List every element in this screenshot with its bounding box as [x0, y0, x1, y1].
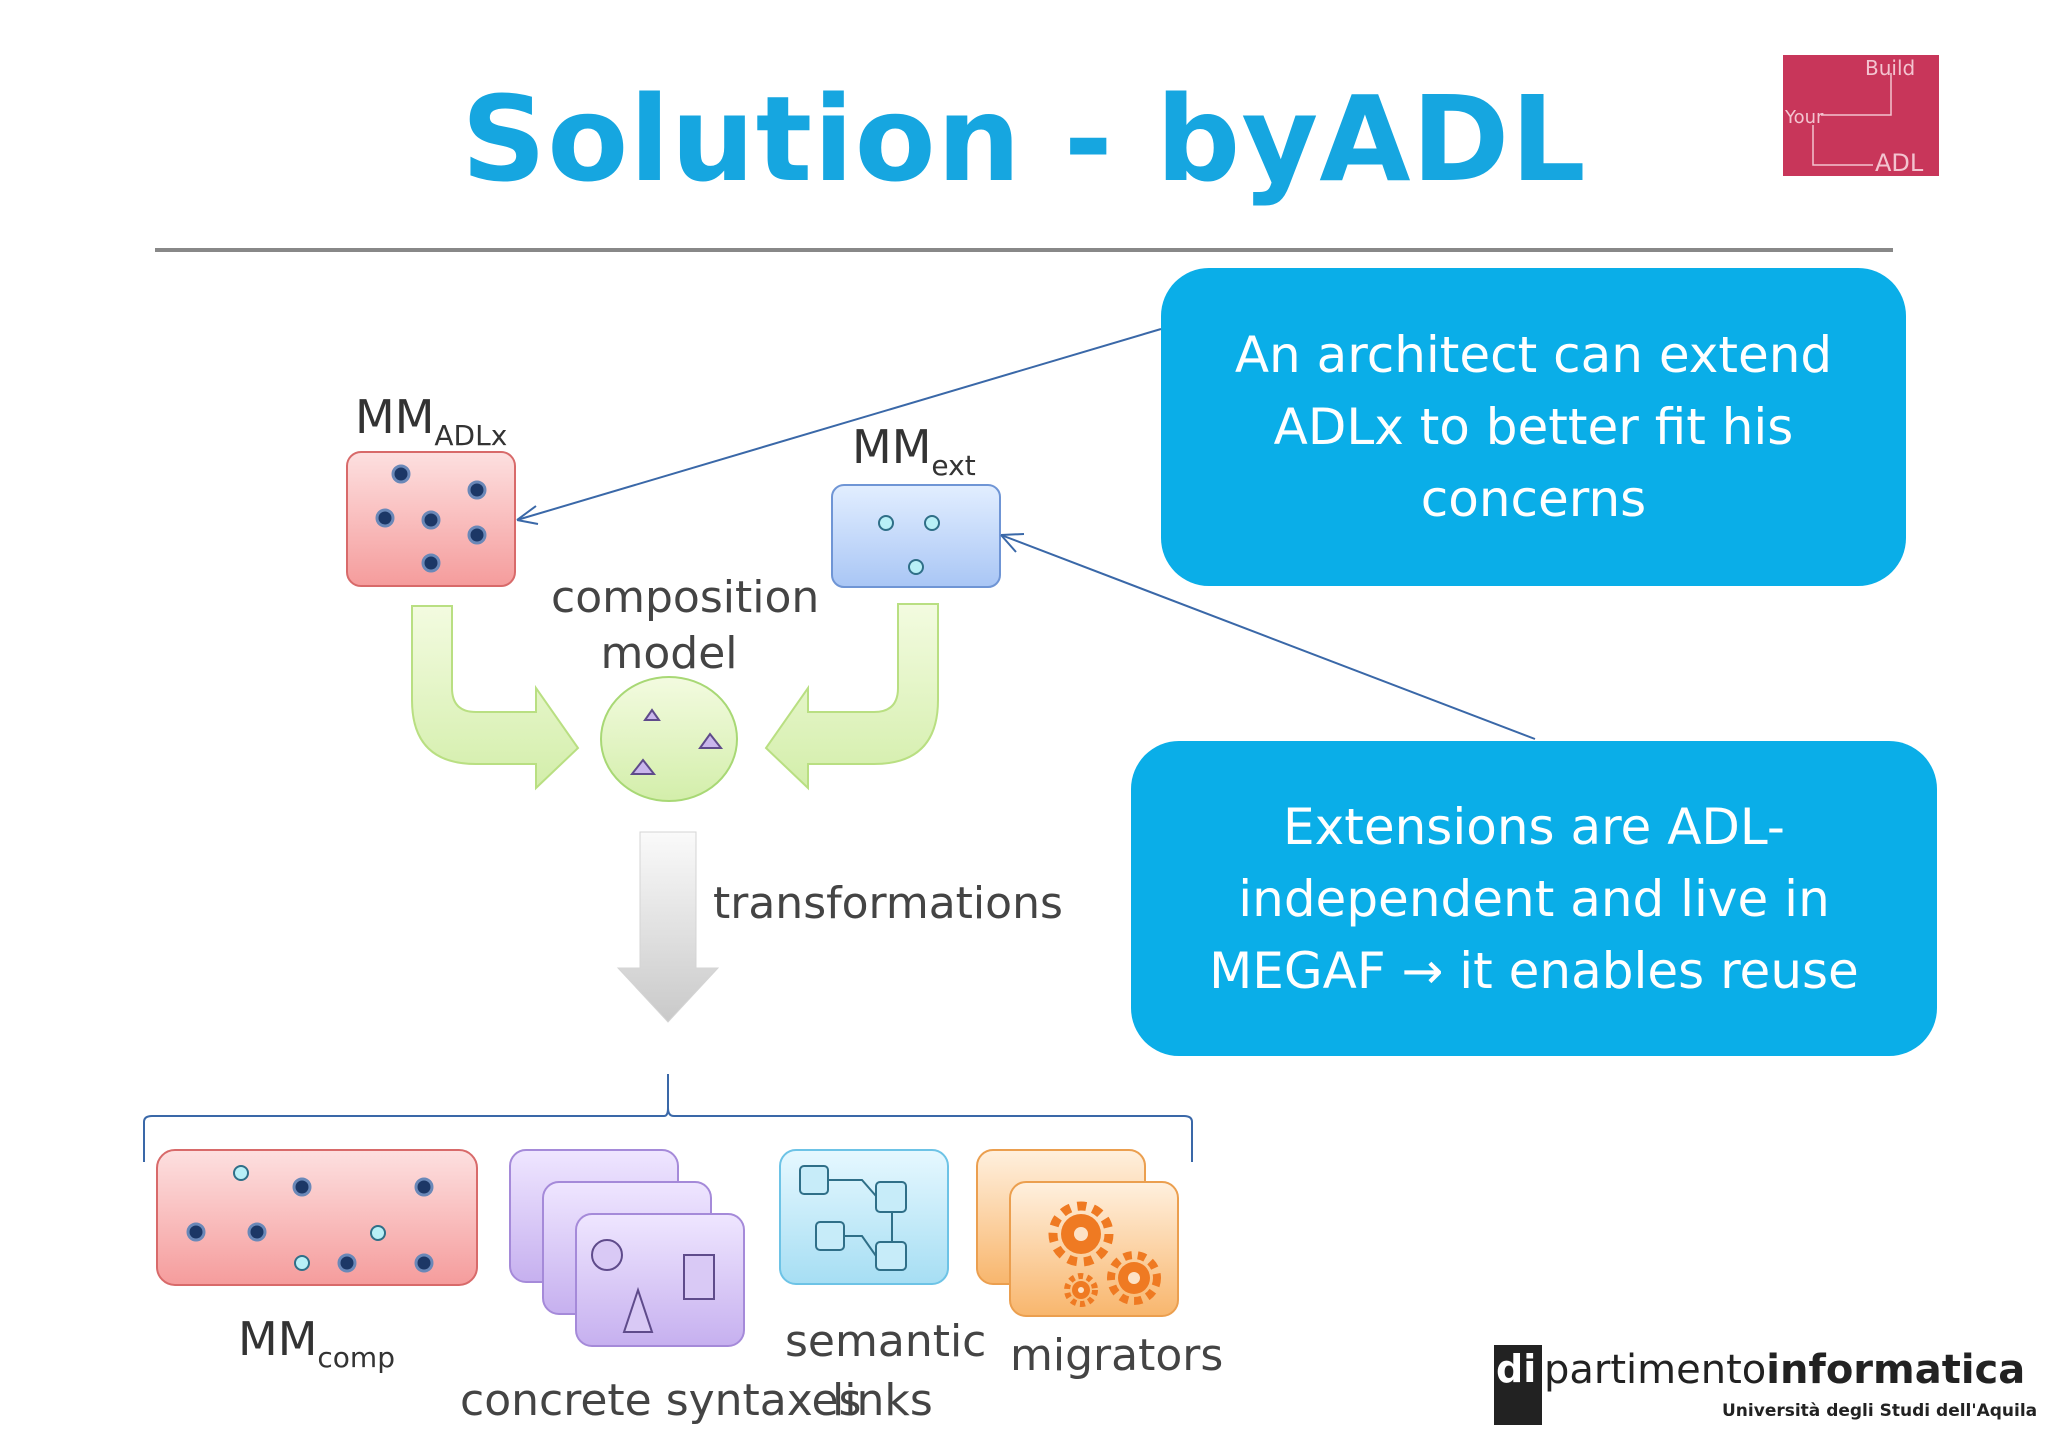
mm-comp-box — [156, 1149, 478, 1286]
title-divider — [155, 248, 1893, 252]
dept-logo-mark: di — [1494, 1345, 1542, 1425]
outputs-brace — [143, 1074, 1193, 1162]
composition-model-circle — [600, 676, 738, 802]
left-green-arrow — [411, 605, 580, 791]
callout-reuse: Extensions are ADL-independent and live … — [1131, 741, 1937, 1056]
mm-ext-box — [831, 484, 1001, 588]
composition-model-label: composition model — [551, 572, 820, 679]
migrators-box — [976, 1149, 1179, 1317]
university-name: Università degli Studi dell'Aquila — [1722, 1401, 2038, 1421]
transformations-arrow — [616, 831, 720, 1023]
logo-word-adl: ADL — [1875, 149, 1924, 176]
callout-pointer-lines — [516, 328, 1536, 740]
transformations-label: transformations — [713, 878, 1063, 929]
callout-extend-adlx: An architect can extend ADLx to better f… — [1161, 268, 1906, 586]
logo-word-your: Your — [1784, 107, 1824, 128]
mm-adlx-label: MMADLx — [355, 390, 508, 452]
byadl-logo: Build Your ADL — [1783, 55, 1939, 176]
gears-icon — [1048, 1201, 1161, 1307]
mm-adlx-box — [346, 451, 516, 587]
links-label: links — [832, 1375, 933, 1426]
mm-ext-label: MMext — [852, 420, 976, 482]
right-green-arrow — [764, 603, 939, 791]
callout-reuse-text: Extensions are ADL-independent and live … — [1209, 797, 1859, 1000]
mm-comp-label: MMcomp — [238, 1312, 395, 1374]
slide-title: Solution - byADL — [461, 70, 1587, 208]
department-logo: di partimentoinformatica Università degl… — [1494, 1345, 2037, 1425]
semantic-label: semantic — [785, 1316, 987, 1367]
migrators-label: migrators — [1010, 1330, 1224, 1381]
semantic-links-box — [779, 1149, 949, 1285]
logo-word-build: Build — [1865, 56, 1915, 80]
callout-extend-text: An architect can extend ADLx to better f… — [1234, 326, 1833, 528]
concrete-syntaxes-label: concrete syntaxes — [460, 1375, 862, 1426]
dept-name: partimentoinformatica — [1544, 1347, 2026, 1393]
concrete-syntaxes-stack — [509, 1149, 745, 1347]
